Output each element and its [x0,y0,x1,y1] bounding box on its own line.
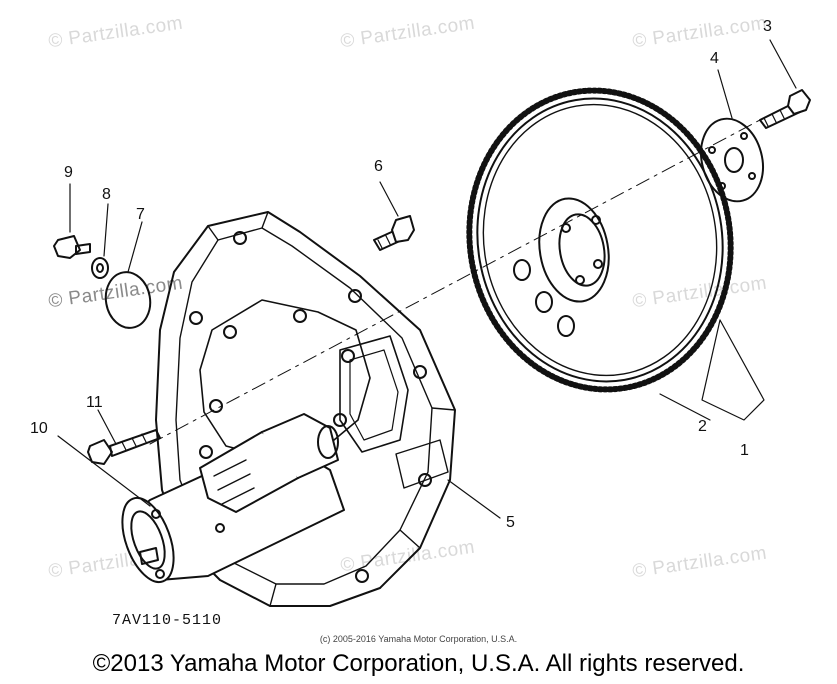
bolt-3 [759,89,811,129]
starter-motor [121,413,345,584]
o-ring [104,271,152,329]
callout-2: 2 [698,418,707,435]
callout-11: 11 [86,394,103,411]
callout-10: 10 [30,420,48,437]
center-line [149,119,761,445]
bolt-6 [373,215,415,251]
callout-4: 4 [710,50,719,67]
callout-6: 6 [374,158,383,175]
flywheel-housing [155,211,456,607]
small-copyright: (c) 2005-2016 Yamaha Motor Corporation, … [319,634,518,644]
callout-5: 5 [506,514,515,531]
diagram-code: 7AV110-5110 [112,612,223,629]
callout-3: 3 [763,18,772,35]
callout-1: 1 [740,442,749,459]
callout-7: 7 [136,206,145,223]
copyright-notice: ©2013 Yamaha Motor Corporation, U.S.A. A… [92,650,745,677]
flywheel-ring-gear [466,87,734,393]
callout-8: 8 [102,186,111,203]
bolt-11 [87,429,161,465]
flywheel-plate [700,117,764,203]
callout-9: 9 [64,164,73,181]
washer [91,257,109,279]
bolt-9 [53,235,91,259]
